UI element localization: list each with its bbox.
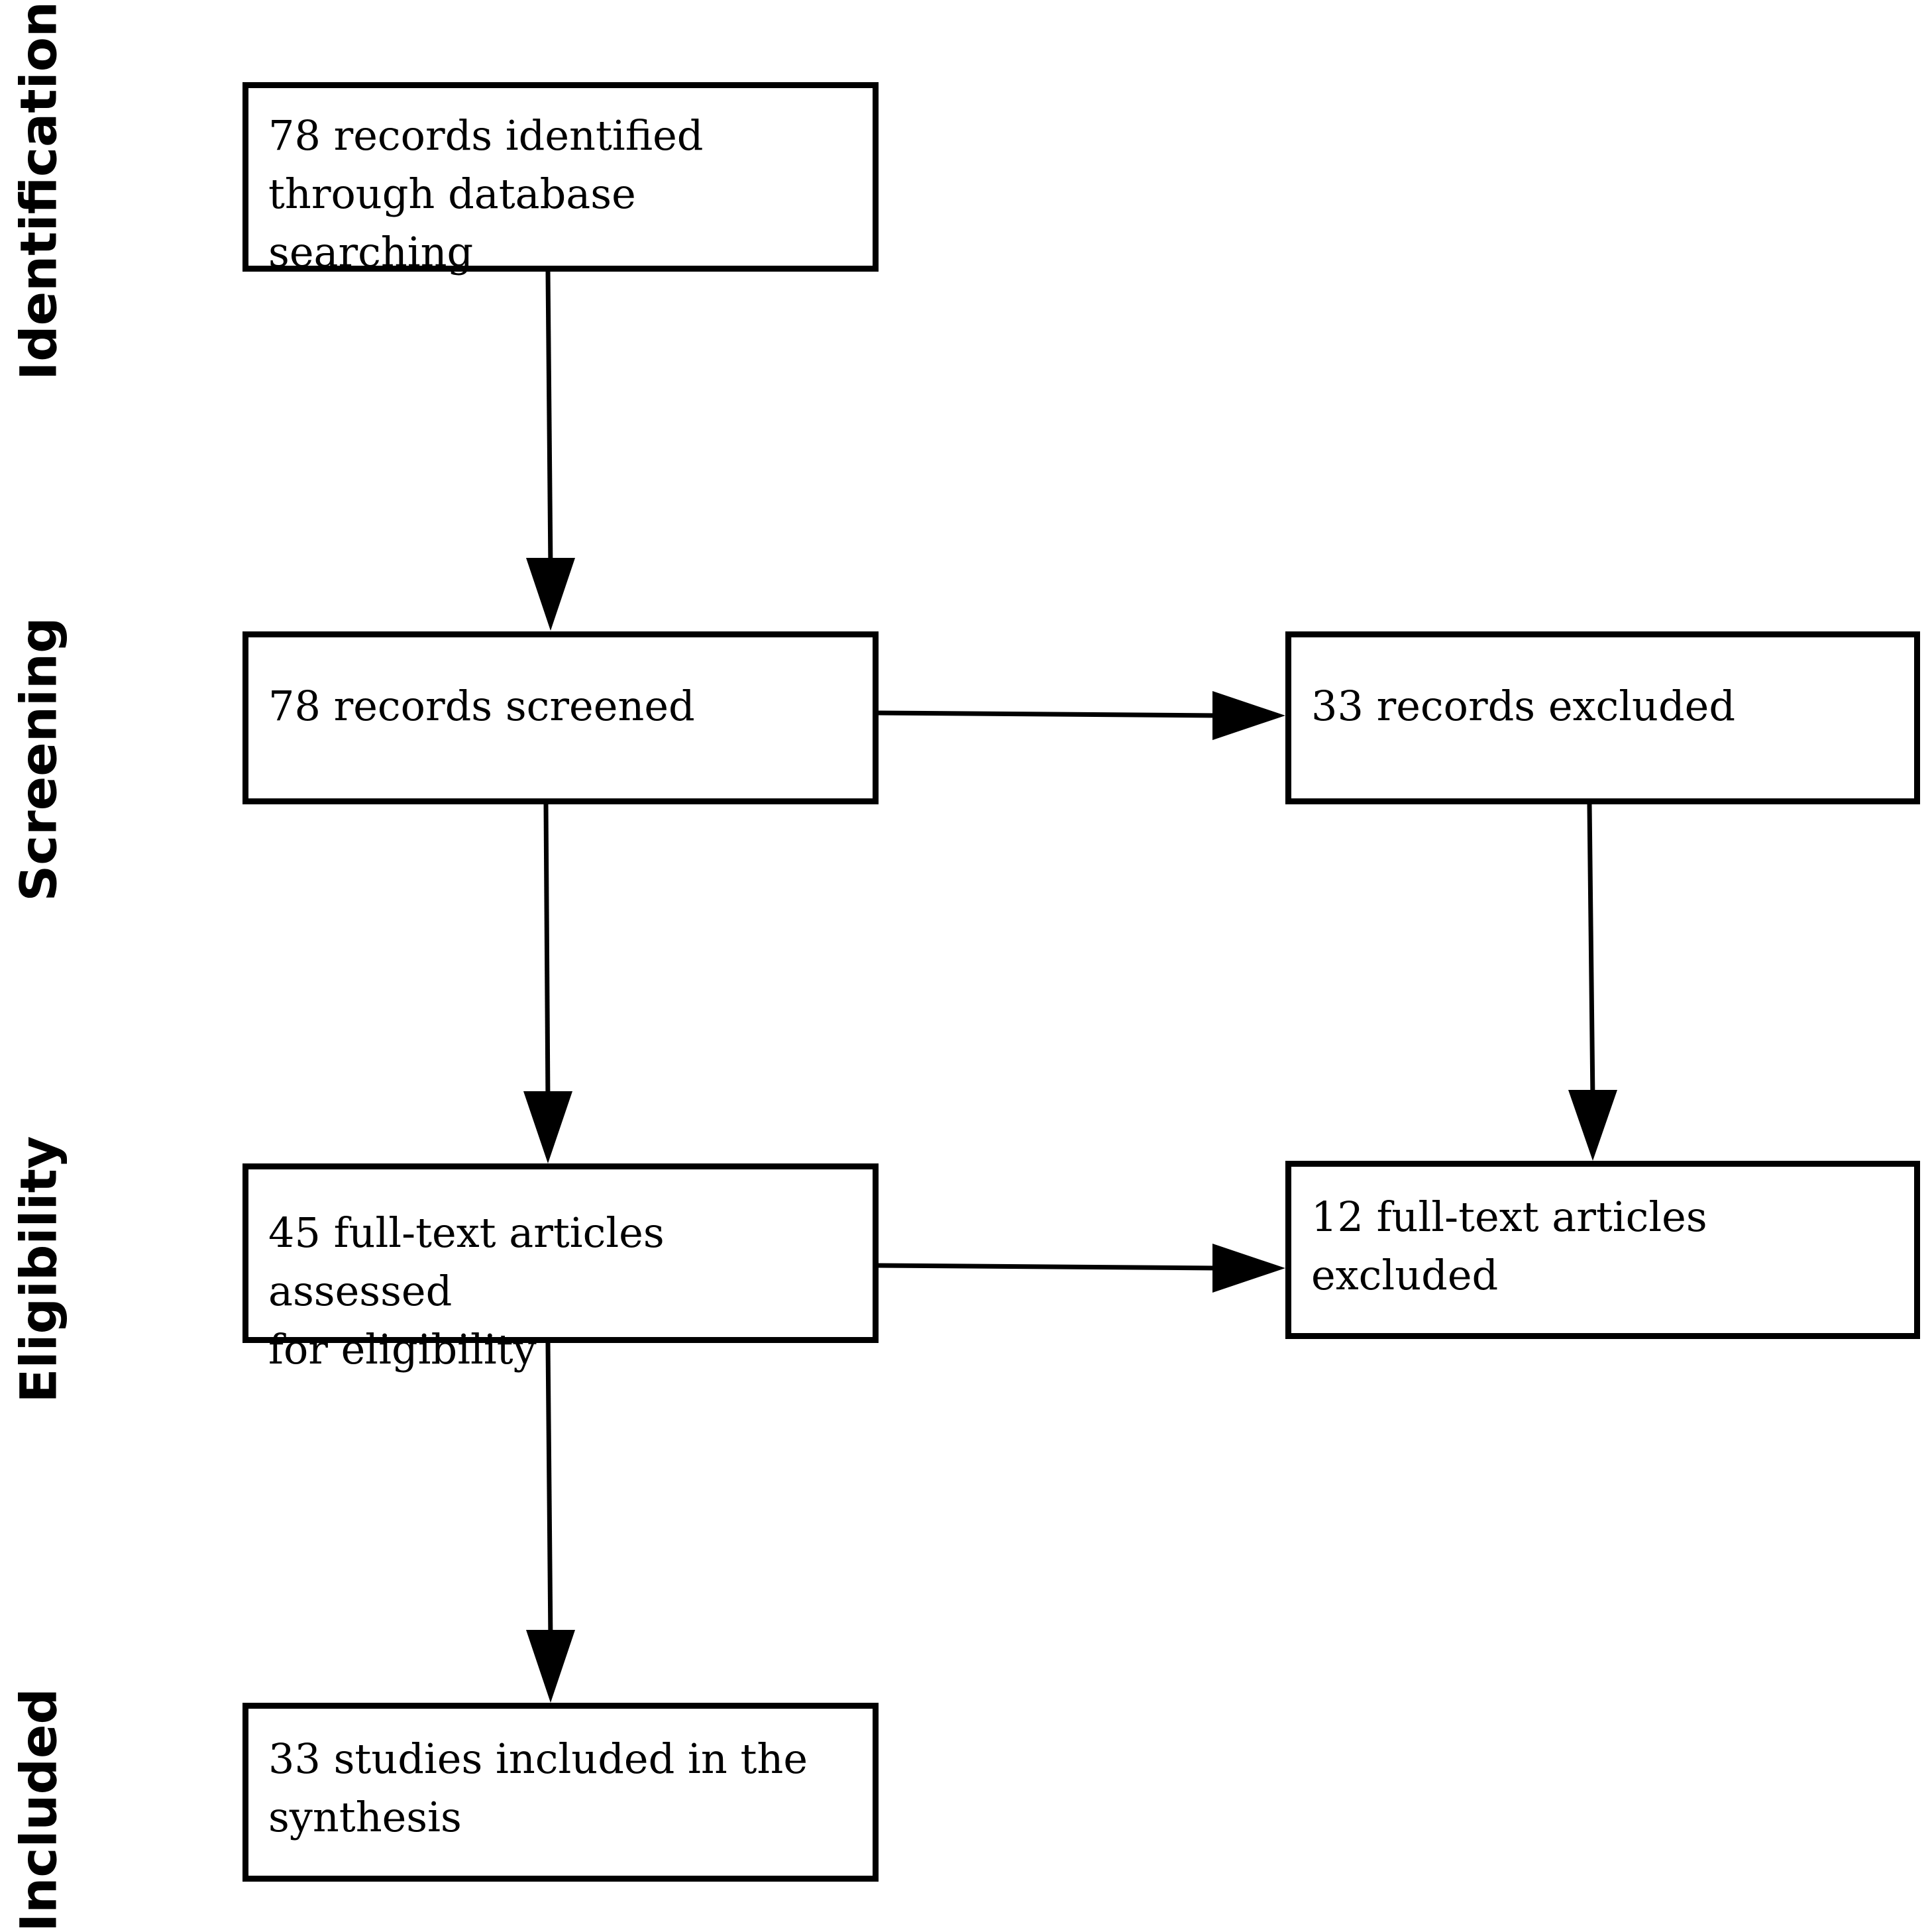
arrowhead-icon (1212, 1244, 1285, 1293)
arrow-identified-to-screened (545, 271, 553, 570)
arrow-assessed-to-articles-excluded (878, 1263, 1220, 1271)
stage-label-eligibility: Eligibility (9, 1136, 68, 1403)
arrowhead-icon (1212, 691, 1285, 740)
box-text-line: through database searching (268, 170, 636, 276)
arrow-screened-to-records-excluded (878, 710, 1220, 718)
box-text-line: 45 full-text articles assessed (268, 1208, 665, 1315)
box-text-line: 33 records excluded (1311, 682, 1736, 730)
box-text-line: 78 records identified (268, 111, 704, 160)
box-text-line: 78 records screened (268, 682, 695, 730)
box-full-text-excluded: 12 full-text articles excluded (1285, 1161, 1920, 1339)
box-records-identified: 78 records identified through database s… (242, 82, 879, 276)
box-text-line: 12 full-text articles (1311, 1193, 1707, 1241)
arrowhead-icon (1568, 1090, 1617, 1161)
arrow-records-excluded-to-articles-excluded (1587, 804, 1595, 1100)
arrow-assessed-to-included (545, 1342, 553, 1642)
box-text-line: excluded (1311, 1251, 1499, 1299)
box-studies-included: 33 studies included in the synthesis (242, 1703, 879, 1882)
box-full-text-assessed: 45 full-text articles assessed for eligi… (242, 1163, 879, 1373)
box-text-line: for eligibility (268, 1325, 537, 1373)
arrowhead-icon (523, 1091, 572, 1163)
box-text-line: 33 studies included in the (268, 1735, 808, 1783)
stage-label-included: Included (9, 1688, 68, 1932)
stage-label-screening: Screening (9, 617, 68, 902)
stage-label-identification: Identification (9, 1, 68, 381)
box-records-screened: 78 records screened (242, 631, 879, 804)
arrow-screened-to-assessed (543, 804, 551, 1104)
arrowhead-icon (526, 1630, 575, 1703)
box-text-line: synthesis (268, 1793, 462, 1841)
box-records-excluded: 33 records excluded (1285, 631, 1920, 804)
arrowhead-icon (526, 558, 575, 631)
